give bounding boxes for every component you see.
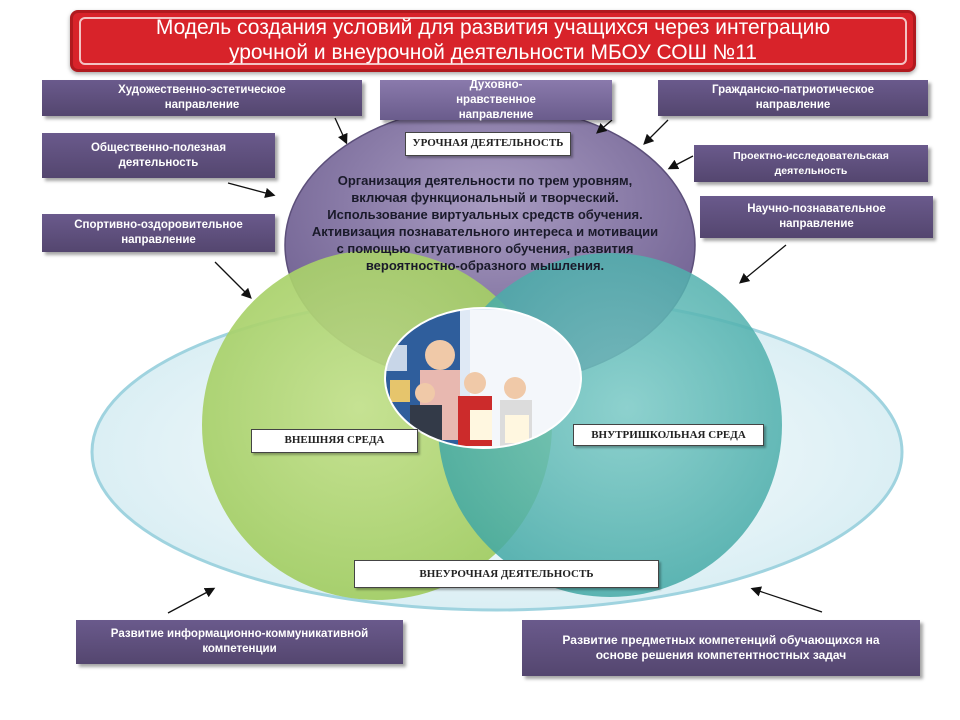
title-line-2: урочной и внеурочной деятельности МБОУ С… [228,41,757,64]
label-lesson-activity: УРОЧНАЯ ДЕЯТЕЛЬНОСТЬ [405,132,571,156]
tag-project-activity: Проектно-исследовательская деятельность [694,145,928,182]
title-line-1: Модель создания условий для развития уча… [155,16,831,39]
tag-spiritual-direction: Духовно-нравственное направление [380,79,612,121]
arrow-info [167,587,216,614]
arrow-science [738,244,787,284]
title-banner: Модель создания условий для развития уча… [70,10,916,72]
tag-sport-direction: Спортивно-оздоровительное направление [42,214,275,252]
arrow-subject [750,586,823,613]
label-internal-environment: ВНУТРИШКОЛЬНАЯ СРЕДА [573,424,764,446]
tag-subject-competence: Развитие предметных компетенций обучающи… [522,620,920,676]
lesson-description: Организация деятельности по трем уровням… [311,173,659,273]
tag-artistic-direction: Художественно-эстетическое направление [42,80,362,116]
arrow-social [227,182,276,199]
tag-science-direction: Научно-познавательное направление [700,196,933,238]
arrow-spiritual [596,119,613,134]
label-extracurricular-activity: ВНЕУРОЧНАЯ ДЕЯТЕЛЬНОСТЬ [354,560,659,588]
arrow-sport [214,261,252,299]
page-title: Модель создания условий для развития уча… [73,15,913,65]
label-external-environment: ВНЕШНЯЯ СРЕДА [251,429,418,453]
tag-civic-direction: Гражданско-патриотическое направление [658,80,928,116]
tag-info-competence: Развитие информационно-коммуникативной к… [76,620,403,664]
arrow-civic [643,119,669,145]
arrow-project [667,155,694,170]
tag-social-activity: Общественно-полезная деятельность [42,133,275,178]
arrow-artistic [334,117,348,145]
photo-frame [384,307,582,449]
